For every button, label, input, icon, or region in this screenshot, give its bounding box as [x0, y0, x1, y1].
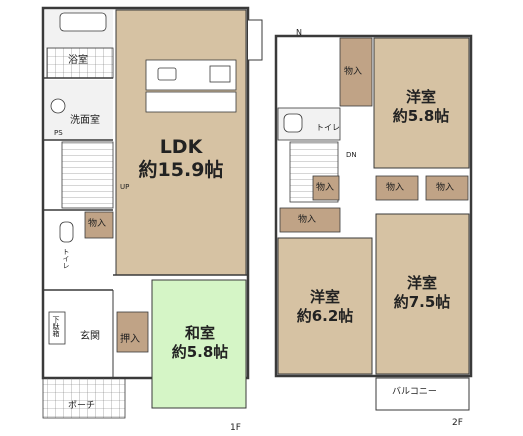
- ps-label: PS: [54, 129, 63, 137]
- toilet-2f-label: トイレ: [316, 123, 340, 132]
- up-label: UP: [120, 183, 130, 191]
- kitchen-sink: [157, 67, 177, 81]
- toilet-bowl-2f: [283, 113, 303, 133]
- compass-north-label: N: [296, 28, 302, 37]
- storage-top-2f: [339, 37, 373, 107]
- closet-area: [116, 311, 149, 353]
- dn-label: DN: [346, 151, 357, 159]
- yoshitsu-c-label-group: 洋室 約7.5帖: [382, 274, 462, 312]
- yoshitsu-b-area: [277, 237, 373, 375]
- storage-1f: [84, 211, 114, 239]
- yoshitsu-a-size: 約5.8帖: [392, 106, 450, 125]
- closet-label: 押入: [120, 334, 140, 345]
- bathtub: [59, 12, 107, 32]
- storage-b-2f-label: 物入: [436, 183, 455, 193]
- yoshitsu-c-name: 洋室: [406, 274, 437, 292]
- stairs-1f: [61, 141, 114, 209]
- storage-1f-label: 物入: [88, 219, 107, 229]
- floor-1-label: 1F: [230, 423, 241, 433]
- floor-1: [41, 6, 263, 419]
- kitchen-island: [145, 91, 237, 113]
- washitsu-size: 約5.8帖: [171, 342, 229, 361]
- ldk-label-group: LDK 約15.9帖: [131, 136, 231, 182]
- floor-2: [274, 34, 473, 411]
- storage-b-2f: [425, 175, 469, 201]
- balcony-area: [375, 377, 470, 411]
- entrance-label: 玄関: [80, 331, 100, 342]
- balcony-label: バルコニー: [392, 387, 437, 397]
- wash-basin: [50, 98, 66, 114]
- ldk-size: 約15.9帖: [138, 159, 224, 182]
- bath-floor: [46, 47, 114, 79]
- ldk-name: LDK: [159, 136, 203, 158]
- bay-window: [248, 19, 263, 61]
- floor-2-label: 2F: [452, 418, 463, 428]
- yoshitsu-c-area: [375, 213, 470, 375]
- storage-hall-2f-label: 物入: [316, 183, 335, 193]
- porch-area: [42, 377, 126, 419]
- storage-a-2f: [375, 175, 419, 201]
- shoe-box: [48, 311, 66, 345]
- yoshitsu-c-size: 約7.5帖: [393, 292, 451, 311]
- toilet-bowl-1f: [59, 221, 74, 243]
- washitsu-name: 和室: [184, 324, 215, 342]
- yoshitsu-a-area: [373, 37, 470, 169]
- storage-top-2f-label: 物入: [344, 67, 363, 77]
- washroom-label: 洗面室: [70, 115, 100, 126]
- yoshitsu-a-label-group: 洋室 約5.8帖: [381, 88, 461, 126]
- yoshitsu-b-name: 洋室: [309, 288, 340, 306]
- storage-mid-2f-label: 物入: [298, 215, 317, 225]
- ldk-area: [115, 9, 247, 276]
- kitchen-stove: [209, 65, 231, 83]
- porch-label: ポーチ: [68, 401, 96, 411]
- yoshitsu-b-label-group: 洋室 約6.2帖: [285, 288, 365, 326]
- toilet-1f-label: トイレ: [62, 248, 70, 269]
- storage-a-2f-label: 物入: [386, 183, 405, 193]
- yoshitsu-b-size: 約6.2帖: [296, 306, 354, 325]
- washitsu-label-group: 和室 約5.8帖: [160, 324, 240, 362]
- storage-mid-2f: [279, 207, 341, 233]
- storage-hall-2f: [312, 175, 340, 201]
- washitsu-area: [151, 279, 247, 409]
- shoe-box-label: 下駄箱: [52, 316, 60, 337]
- bath-label: 浴室: [68, 55, 88, 66]
- yoshitsu-a-name: 洋室: [405, 88, 436, 106]
